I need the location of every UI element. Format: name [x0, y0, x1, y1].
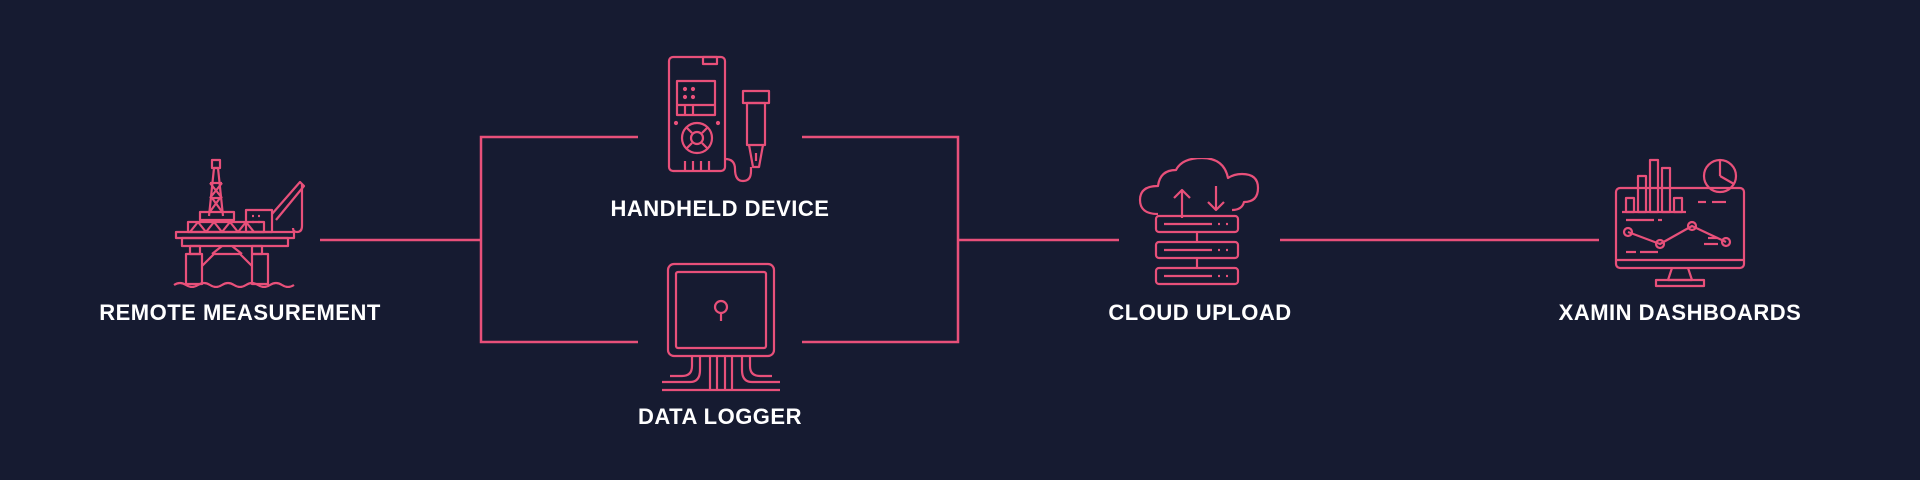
- data-logger-label: DATA LOGGER: [638, 404, 802, 429]
- oil-rig-icon: [173, 158, 306, 288]
- remote-measurement-label: REMOTE MEASUREMENT: [99, 300, 381, 325]
- data-logger-icon: [662, 262, 780, 392]
- xamin-dashboards-label: XAMIN DASHBOARDS: [1558, 300, 1802, 325]
- handheld-device-label: HANDHELD DEVICE: [610, 196, 830, 221]
- connector-left-branch: [479, 135, 638, 344]
- cloud-upload-label: CLOUD UPLOAD: [1108, 300, 1292, 325]
- connector-right-branch: [802, 135, 960, 344]
- handheld-meter-icon: [667, 55, 771, 183]
- dashboard-monitor-icon: [1614, 158, 1746, 288]
- cloud-server-icon: [1138, 158, 1260, 286]
